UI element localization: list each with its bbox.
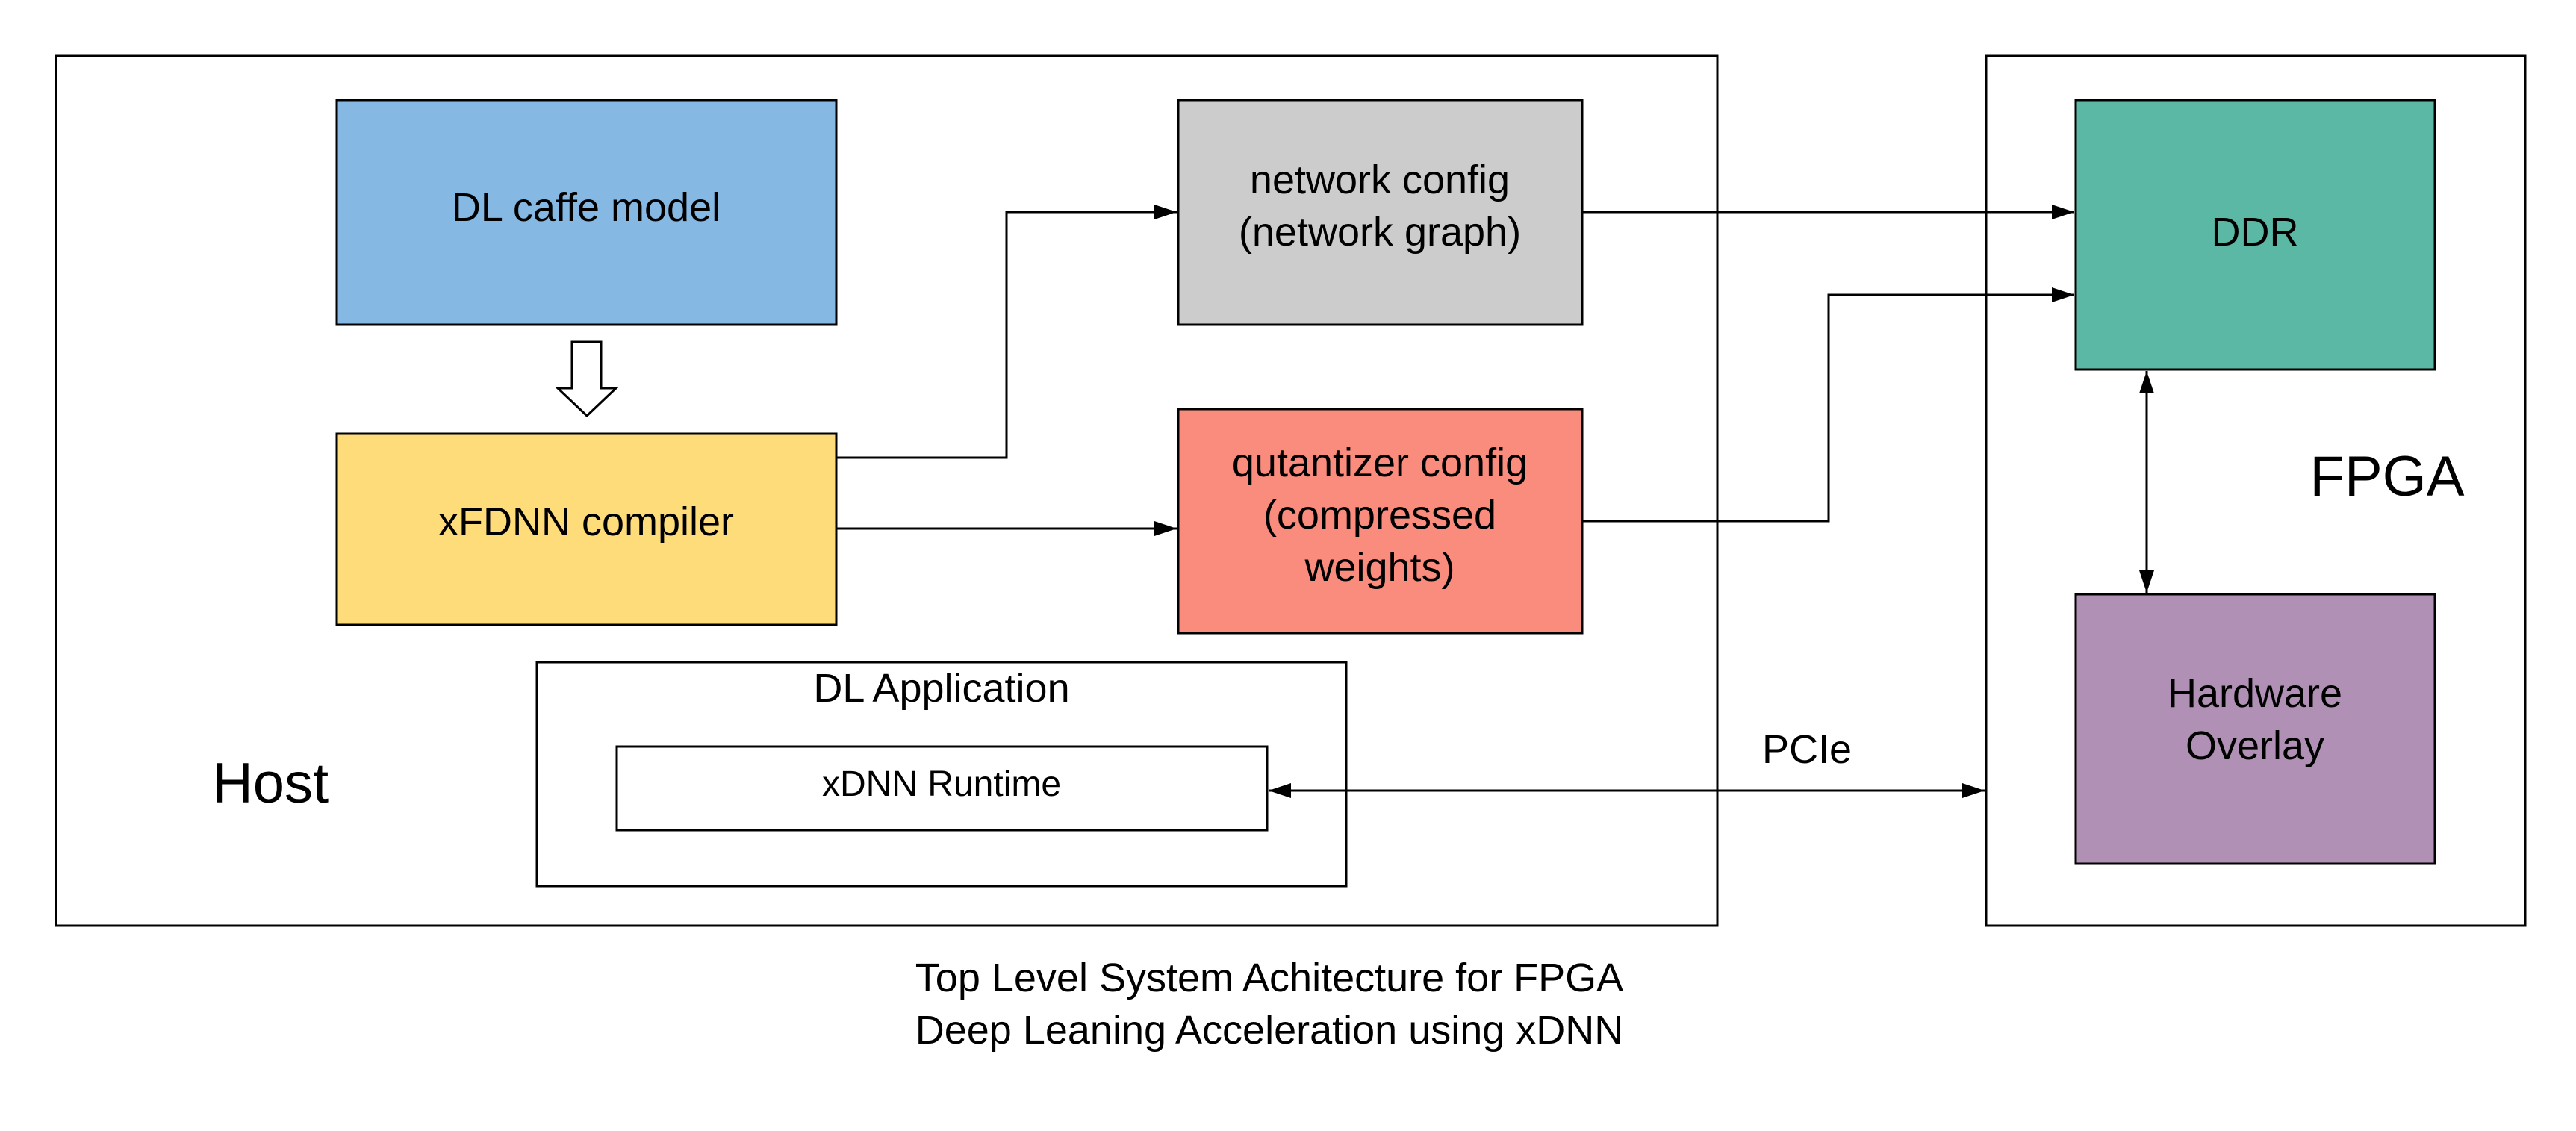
connectors	[836, 205, 2154, 798]
quantizer-config-box: qutantizer config (compressed weights)	[1177, 408, 1584, 635]
fpga-label: FPGA	[2310, 445, 2465, 508]
hollow-down-arrow-icon	[555, 340, 619, 418]
dl-application-container: DL Application	[535, 661, 1348, 888]
host-label: Host	[212, 752, 329, 815]
host-container: Host	[55, 54, 1719, 927]
hardware-label: Hardware	[2168, 671, 2342, 716]
caption-line-1: Top Level System Achitecture for FPGA	[915, 956, 1623, 1000]
xfdnn-compiler-box: xFDNN compiler	[335, 432, 838, 626]
xfdnn-compiler-label: xFDNN compiler	[438, 499, 734, 544]
xdnn-runtime-box: xDNN Runtime	[615, 745, 1269, 832]
hardware-overlay-box: Hardware Overlay	[2074, 593, 2436, 865]
compiler-to-network-config-arrow	[836, 205, 1177, 459]
network-config-box: network config (network graph)	[1177, 99, 1584, 326]
pcie-label: PCIe	[1762, 727, 1852, 772]
overlay-label: Overlay	[2185, 723, 2324, 768]
network-graph-label: (network graph)	[1239, 210, 1521, 255]
network-config-label: network config	[1250, 158, 1510, 202]
quantizer-config-label: qutantizer config	[1232, 440, 1528, 485]
caption-line-2: Deep Leaning Acceleration using xDNN	[915, 1008, 1624, 1053]
ddr-box: DDR	[2074, 99, 2436, 371]
figure-caption: Top Level System Achitecture for FPGA De…	[915, 956, 1624, 1053]
quantizer-config-to-ddr-arrow	[1582, 287, 2074, 523]
dl-caffe-model-label: DL caffe model	[452, 185, 721, 230]
xdnn-runtime-label: xDNN Runtime	[822, 764, 1061, 804]
fpga-container: FPGA	[1985, 54, 2527, 927]
weights-label: weights)	[1304, 545, 1455, 590]
dl-caffe-model-box: DL caffe model	[335, 99, 838, 326]
compressed-label: (compressed	[1263, 493, 1496, 538]
dl-application-label: DL Application	[813, 666, 1069, 711]
ddr-label: DDR	[2212, 210, 2299, 255]
